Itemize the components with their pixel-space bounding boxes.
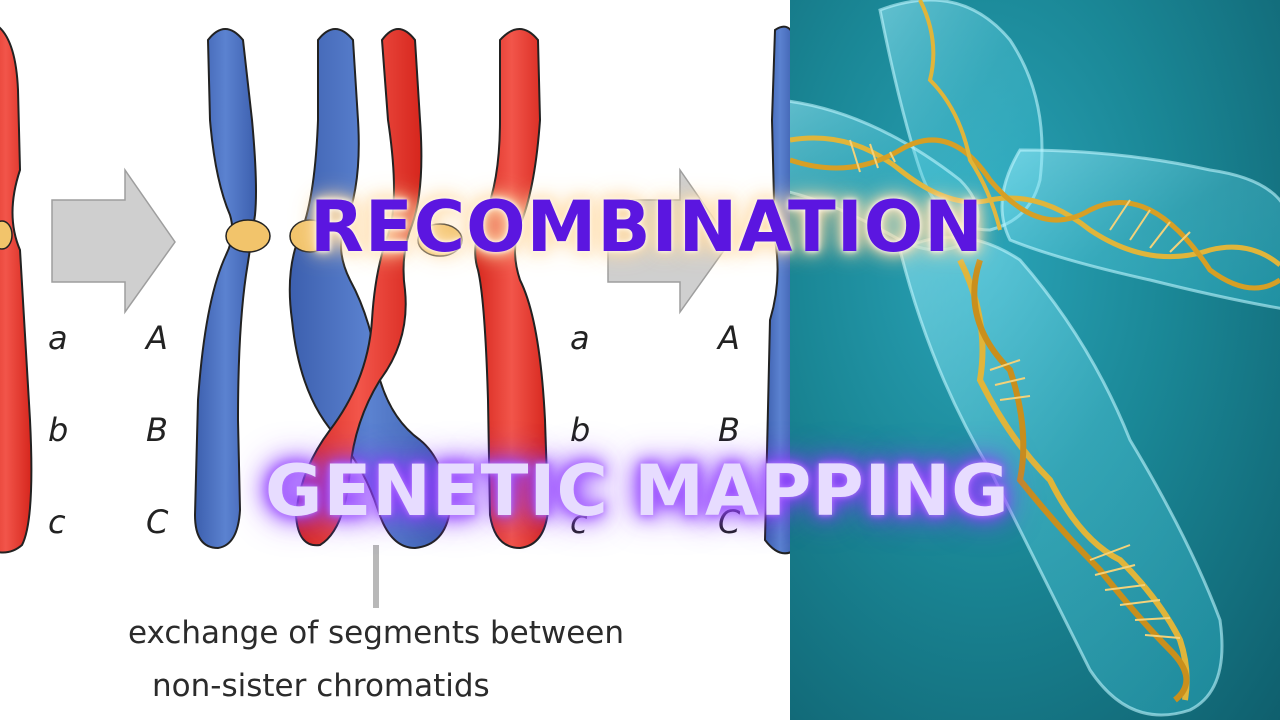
title-recombination: RECOMBINATION: [310, 186, 984, 268]
diagram-graphics: [0, 25, 790, 608]
allele-right-a: a: [570, 319, 590, 357]
allele-left-c: c: [48, 503, 66, 541]
caption-line-2: non-sister chromatids: [152, 668, 490, 704]
red-chromatid-2: [474, 28, 550, 550]
dna-strand-5: [918, 0, 1002, 231]
allele-right-C: C: [718, 503, 741, 541]
left-red-chromatid: [0, 26, 33, 554]
blue-chromatid-2: [288, 28, 452, 550]
left-centromere: [0, 220, 13, 250]
allele-right-B: B: [718, 411, 740, 449]
centromere-blue-2: [289, 219, 331, 253]
red-chromatid-1: [294, 28, 423, 547]
allele-left-b: b: [48, 411, 69, 449]
centromere-blue-1: [225, 219, 271, 253]
allele-left-C: C: [146, 503, 169, 541]
allele-right-A: A: [718, 319, 740, 357]
arrow-left: [51, 167, 176, 315]
title-genetic-mapping: GENETIC MAPPING: [265, 450, 1010, 532]
arrow-right: [607, 167, 731, 315]
allele-right-b: b: [570, 411, 591, 449]
dna-rungs: [849, 139, 1191, 639]
centromere-red-1: [417, 223, 463, 257]
dna-strand-4: [971, 259, 1190, 703]
caption-line-1: exchange of segments between: [128, 615, 625, 651]
dna-strand-3: [957, 258, 1190, 701]
blue-chromatid-1: [193, 28, 257, 550]
allele-left-A: A: [146, 319, 168, 357]
chromosome-dna-illustration: [790, 0, 1280, 720]
right-result-chromatid: [763, 25, 790, 555]
chromosome-illustration-graphics: [790, 0, 1280, 717]
allele-left-a: a: [48, 319, 68, 357]
allele-left-B: B: [146, 411, 168, 449]
allele-right-c: c: [570, 503, 588, 541]
crossing-over-diagram: a b c A B C a b c A B C exchange of segm…: [0, 25, 790, 704]
